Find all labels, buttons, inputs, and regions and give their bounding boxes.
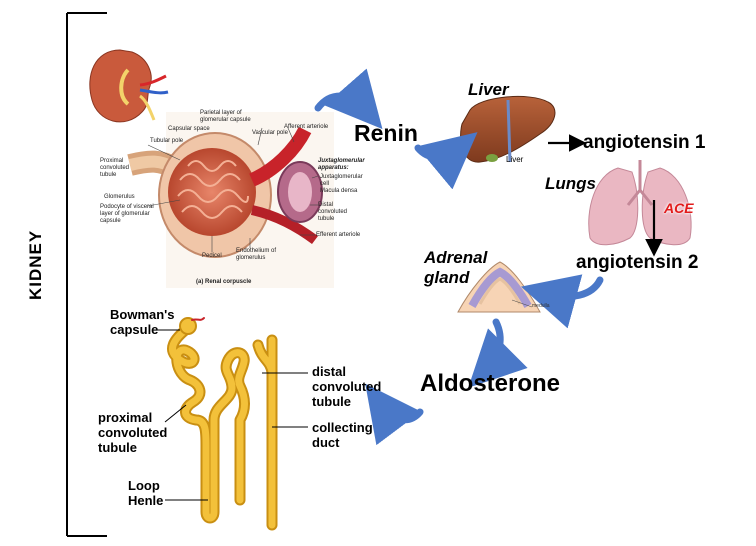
arrow-ang2-to-adrenal <box>520 274 604 329</box>
ace-label: ACE <box>664 200 694 216</box>
arrow-renin-to-liver <box>414 132 478 190</box>
proximal-convoluted-tubule-label: proximal convoluted tubule <box>98 410 168 455</box>
corpuscle-vascular-pole-label: Vascular pole <box>252 130 288 136</box>
nephron-illustration <box>167 317 278 531</box>
corpuscle-afferent-label: Afferent arteriole <box>284 124 329 130</box>
medulla-label: medulla <box>532 303 550 309</box>
arrow-kidney-to-renin <box>314 68 383 130</box>
corpuscle-distal-label: Distal convoluted tubule <box>318 202 348 222</box>
angiotensin1-label: angiotensin 1 <box>583 132 706 153</box>
kidney-bracket <box>66 12 107 537</box>
corpuscle-pedicel-label: Pedicel <box>202 253 222 259</box>
adrenal-gland-illustration <box>457 261 541 313</box>
corpuscle-jg-cell-label: Juxtaglomerular cell <box>320 174 363 187</box>
corpuscle-jga-label: Juxtaglomerular apparatus: <box>318 158 365 171</box>
corpuscle-parietal-label: Parietal layer of glomerular capsule <box>200 110 251 123</box>
renin-label: Renin <box>354 120 418 146</box>
renal-corpuscle-illustration <box>127 112 334 288</box>
arrow-aldosterone-to-kidney <box>365 383 424 446</box>
black-arrows <box>548 134 663 257</box>
flow-arrows <box>314 68 604 446</box>
distal-convoluted-tubule-label: distal convoluted tubule <box>312 364 382 409</box>
aldosterone-label: Aldosterone <box>420 370 561 397</box>
kidney-icon <box>89 49 169 123</box>
nephron-leader-lines <box>158 329 308 501</box>
corpuscle-endothelium-label: Endothelium of glomerulus <box>236 248 277 261</box>
liver-illustration <box>460 95 556 163</box>
loop-of-henle-label: Loop Henle <box>128 478 164 508</box>
bowmans-capsule-label: Bowman's capsule <box>110 307 175 337</box>
corpuscle-efferent-label: Efferent arteriole <box>316 232 361 238</box>
corpuscle-glomerulus-label: Glomerulus <box>104 194 135 200</box>
liver-label: Liver <box>468 80 509 99</box>
corpuscle-capsular-space-label: Capsular space <box>168 126 210 132</box>
corpuscle-tubular-pole-label: Tubular pole <box>150 138 184 144</box>
lungs-label: Lungs <box>545 174 596 193</box>
corpuscle-podocyte-label: Podocyte of visceral layer of glomerular… <box>100 204 154 224</box>
angiotensin2-label: angiotensin 2 <box>576 252 699 273</box>
adrenal-label-line1: Adrenal <box>424 248 488 267</box>
corpuscle-proximal-label: Proximal convoluted tubule <box>100 158 130 178</box>
kidney-side-label: KIDNEY <box>26 229 45 300</box>
arrow-adrenal-to-aldosterone <box>468 318 528 388</box>
collecting-duct-label: collecting duct <box>312 420 373 450</box>
corpuscle-macula-label: Macula densa <box>320 188 358 194</box>
corpuscle-caption: (a) Renal corpuscle <box>196 279 252 285</box>
liver-small-label: Liver <box>506 155 524 164</box>
adrenal-label-line2: gland <box>424 268 470 287</box>
